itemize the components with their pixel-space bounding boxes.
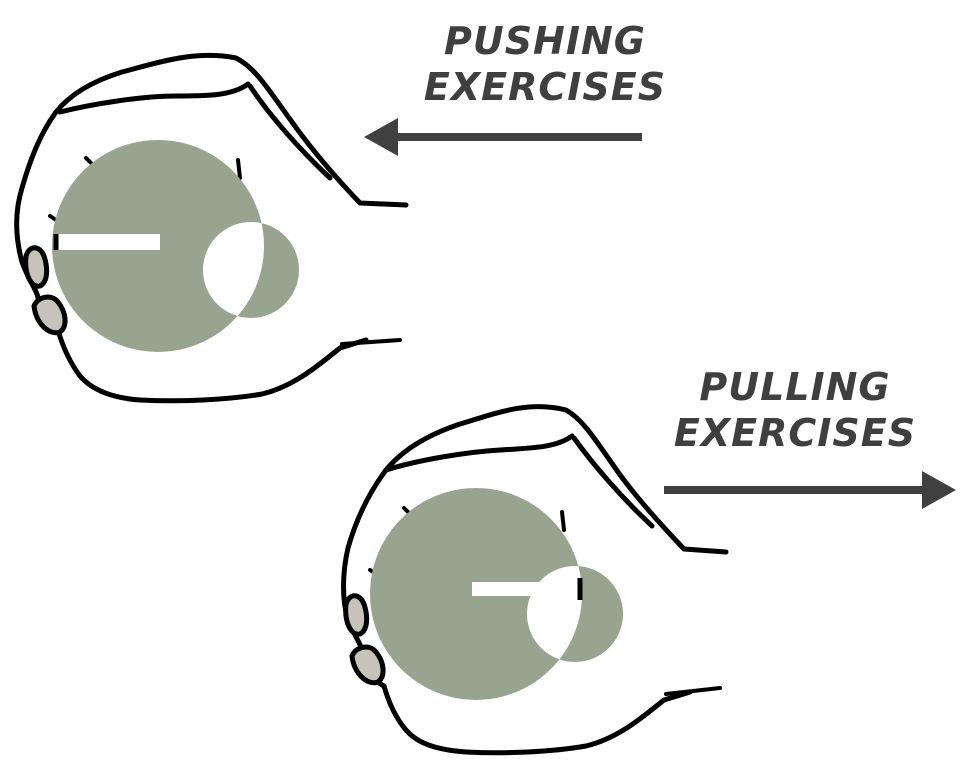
pulling-label-line2: EXERCISES xyxy=(673,411,917,455)
pulling-plate-slot xyxy=(472,582,580,596)
pulling-hand-wrist-line xyxy=(664,686,722,696)
pulling-thumb-nail xyxy=(343,593,370,637)
pushing-hand-crease-1 xyxy=(84,156,94,166)
pushing-hand-wrist-line xyxy=(340,338,402,346)
pulling-hand-finger-line xyxy=(571,435,655,529)
pushing-hand-crease-3 xyxy=(48,214,58,222)
pushing-hand-finger-line xyxy=(247,83,333,181)
pushing-finger-nail xyxy=(31,294,68,336)
pushing-label: PUSHING EXERCISES xyxy=(420,18,670,110)
pushing-hand xyxy=(14,52,409,404)
pulling-hand-crease-2 xyxy=(560,510,566,532)
pulling-finger-nail xyxy=(349,644,386,686)
pushing-hand-outline xyxy=(14,52,409,404)
pushing-hand-crease-2 xyxy=(236,158,242,180)
pulling-hand xyxy=(341,404,729,756)
pulling-arrow xyxy=(664,471,956,509)
pushing-hand-knuckle-line xyxy=(57,81,251,115)
pushing-label-line1: PUSHING xyxy=(443,19,646,63)
pushing-thumb-nail xyxy=(23,245,50,289)
pushing-weight-plate xyxy=(52,139,299,352)
pulling-label-line1: PULLING xyxy=(699,365,891,409)
pulling-label: PULLING EXERCISES xyxy=(664,364,926,456)
pushing-arrow xyxy=(364,118,642,156)
pushing-label-line2: EXERCISES xyxy=(423,65,667,109)
pulling-hand-knuckle-line xyxy=(383,433,575,473)
pushing-plate-slot xyxy=(56,234,160,250)
